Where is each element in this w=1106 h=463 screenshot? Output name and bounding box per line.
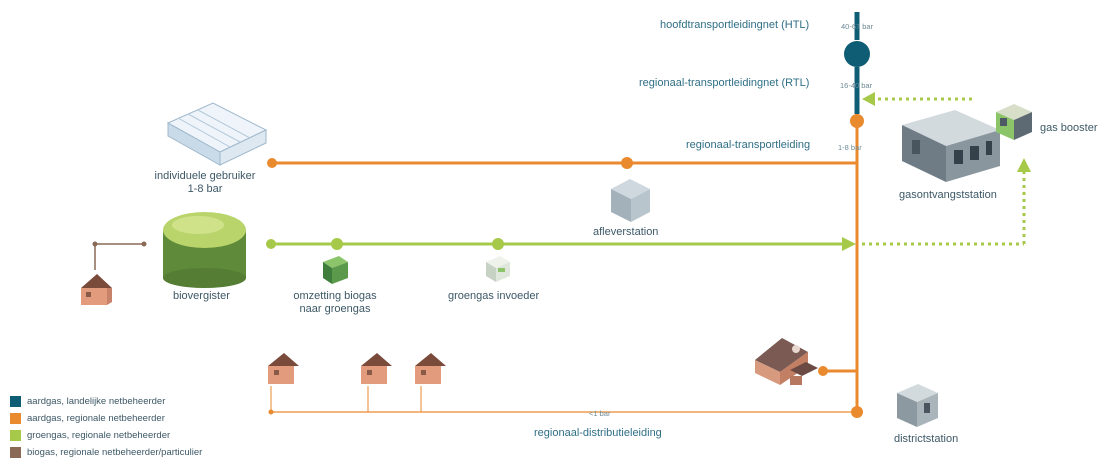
gasontvangststation-label: gasontvangststation — [899, 189, 997, 201]
districtstation-label: districtstation — [894, 433, 959, 445]
legend-swatch — [10, 396, 21, 407]
biovergister-tank-icon — [163, 212, 246, 288]
rtl-connection-node — [850, 114, 864, 128]
house-icon-distribution-1 — [268, 353, 299, 384]
legend: aardgas, landelijke netbeheerder aardgas… — [10, 393, 202, 461]
booster-feed-arrow — [862, 92, 875, 106]
groengas-arrow — [842, 237, 856, 251]
large-house-node — [818, 366, 828, 376]
user-connection-node — [267, 158, 277, 168]
legend-swatch — [10, 430, 21, 441]
rtl-label: regionaal-transportleidingnet (RTL) — [639, 77, 810, 89]
gas-booster-box-icon — [996, 104, 1032, 140]
large-house-icon — [755, 338, 818, 385]
omzetting-node — [331, 238, 343, 250]
afleverstation-cube-icon — [611, 179, 650, 222]
districtstation-building-icon — [897, 384, 938, 427]
groengas-invoeder-label: groengas invoeder — [448, 290, 540, 302]
legend-swatch — [10, 413, 21, 424]
gas-booster-label: gas booster — [1040, 122, 1098, 134]
gasontvangststation-building-icon — [902, 110, 1000, 182]
house-icon-distribution-2 — [361, 353, 392, 384]
individuele-gebruiker-pressure-label: 1-8 bar — [187, 183, 223, 195]
legend-label: groengas, regionale netbeheerder — [27, 430, 171, 441]
biovergister-label: biovergister — [173, 290, 230, 302]
legend-swatch — [10, 447, 21, 458]
individuele-gebruiker-building-icon — [166, 102, 268, 166]
afleverstation-node — [621, 157, 633, 169]
legend-label: aardgas, regionale netbeheerder — [27, 413, 165, 424]
rtl-pressure-label: 16-40 bar — [840, 81, 873, 90]
biogas-node-left — [92, 241, 98, 247]
regional-transport-pressure-label: 1-8 bar — [838, 143, 862, 152]
omzetting-label-line2: naar groengas — [299, 303, 371, 315]
legend-label: aardgas, landelijke netbeheerder — [27, 396, 166, 407]
omzetting-label-line1: omzetting biogas — [293, 290, 377, 302]
distribution-pipe-label: regionaal-distributieleiding — [534, 427, 662, 439]
invoeder-unit-icon — [486, 256, 510, 282]
individuele-gebruiker-label: individuele gebruiker — [154, 170, 256, 182]
legend-label: biogas, regionale netbeheerder/particuli… — [27, 447, 203, 458]
regional-transport-label: regionaal-transportleiding — [686, 139, 811, 151]
htl-pressure-label: 40-67 bar — [841, 22, 874, 31]
legend-item: aardgas, regionale netbeheerder — [10, 410, 202, 427]
distribution-pressure-label: <1 bar — [589, 409, 611, 418]
gasontvangst-arrow — [1017, 158, 1031, 172]
biogas-node-right — [141, 241, 147, 247]
legend-item: biogas, regionale netbeheerder/particuli… — [10, 444, 202, 461]
house-node-1 — [268, 409, 274, 415]
legend-item: aardgas, landelijke netbeheerder — [10, 393, 202, 410]
invoeder-node — [492, 238, 504, 250]
afleverstation-label: afleverstation — [593, 226, 659, 238]
house-icon-biogas — [81, 274, 112, 305]
legend-item: groengas, regionale netbeheerder — [10, 427, 202, 444]
biovergister-node — [266, 239, 276, 249]
districtstation-node — [851, 406, 863, 418]
house-icon-distribution-3 — [415, 353, 446, 384]
biogas-pipe — [94, 243, 144, 270]
omzetting-unit-icon — [323, 256, 348, 284]
htl-label: hoofdtransportleidingnet (HTL) — [660, 19, 810, 31]
htl-rtl-station-node — [844, 41, 870, 67]
